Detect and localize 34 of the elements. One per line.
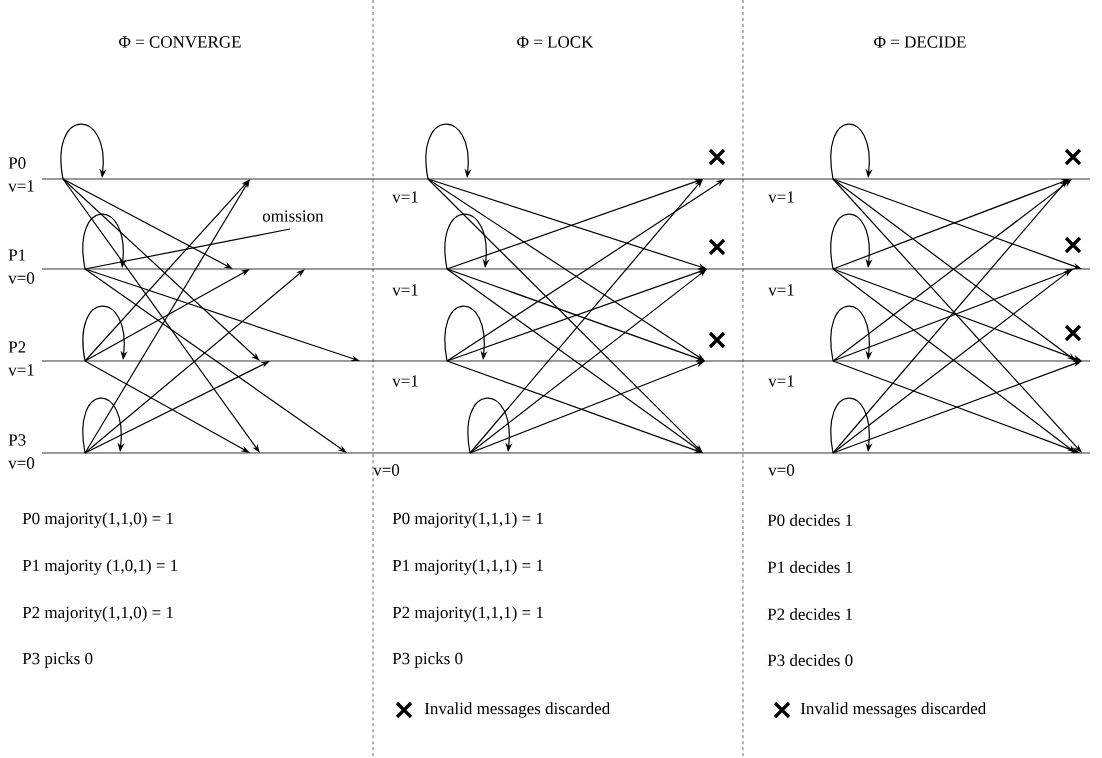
value-label: v=0 [768,464,795,476]
result-text: P2 majority(1,1,0) = 1 [22,606,173,622]
value-label: v=1 [8,180,34,192]
value-label: v=1 [768,284,794,296]
result-text: P1 majority(1,1,1) = 1 [392,559,543,575]
phase-heading: Φ = LOCK [517,36,594,48]
annotation: omission [262,210,324,222]
phase-heading: Φ = DECIDE [874,36,966,48]
value-label: v=1 [768,191,794,203]
process-label: P3 [8,434,26,446]
result-text: P3 picks 0 [22,652,93,668]
result-text: P0 majority(1,1,1) = 1 [392,512,543,528]
result-text: P2 majority(1,1,1) = 1 [392,606,543,622]
result-text: P1 decides 1 [767,561,853,573]
value-label: v=1 [768,375,794,387]
result-text: P1 majority (1,0,1) = 1 [22,559,178,575]
value-label: v=0 [8,457,35,469]
phase-heading: Φ = CONVERGE [119,36,241,48]
process-label: P2 [8,341,26,353]
legend-text: Invalid messages discarded [424,702,610,718]
result-text: P2 decides 1 [767,608,853,620]
value-label: v=1 [392,191,418,203]
legend-text: Invalid messages discarded [800,702,986,718]
value-label: v=0 [8,272,35,284]
value-label: v=1 [392,375,418,387]
value-label: v=0 [373,464,400,476]
result-text: P3 decides 0 [767,654,853,666]
result-text: P0 decides 1 [767,514,853,526]
value-label: v=1 [8,364,34,376]
value-label: v=1 [392,284,418,296]
result-text: P0 majority(1,1,0) = 1 [22,512,173,528]
process-label: P1 [8,249,26,261]
result-text: P3 picks 0 [392,652,463,668]
process-label: P0 [8,157,26,169]
